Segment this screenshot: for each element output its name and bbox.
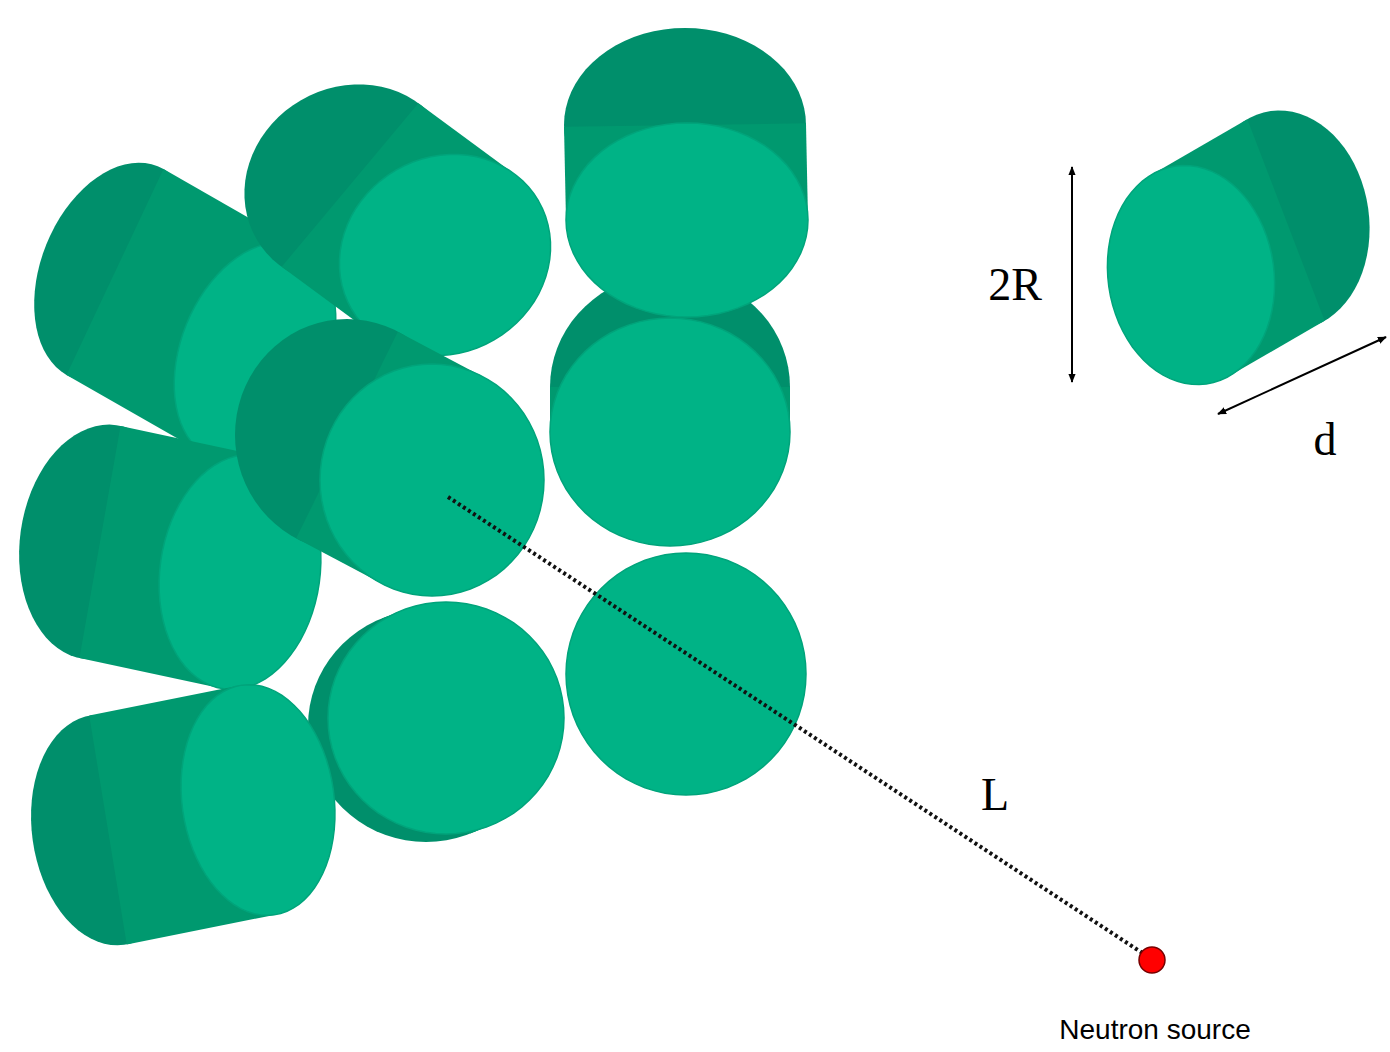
cylinder-group [19,28,1369,945]
neutron-source-dot [1139,947,1165,973]
dimension-label: d [1314,417,1337,463]
cylinder [1107,110,1369,384]
cylinder-face [328,602,564,834]
cylinder [566,553,806,795]
cylinder [31,685,335,946]
dimension-arrow [1071,167,1073,382]
cylinder-face [566,123,808,317]
cylinder [564,28,808,317]
dimension-arrow [1218,337,1386,414]
distance-label: L [981,772,1009,818]
distance-line [448,497,1150,958]
cylinder [308,602,564,842]
source-label: Neutron source [1059,1016,1250,1044]
cylinder-face [1107,165,1274,384]
cylinder-face [566,553,806,795]
cylinder-face [181,685,335,916]
cylinder [245,85,551,356]
cylinder-face [550,318,790,546]
cylinder [235,319,544,596]
cylinder-face [320,364,544,596]
dimension-label: 2R [988,262,1042,308]
